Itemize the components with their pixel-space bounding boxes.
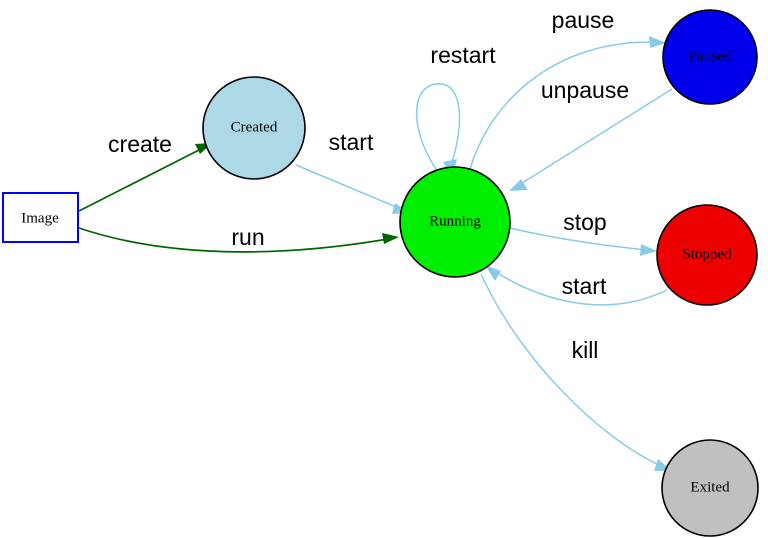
- node-exited-label: Exited: [690, 479, 730, 495]
- edge-start1-path: [295, 164, 402, 210]
- node-running-circle: [399, 166, 511, 278]
- edge-pause-arrowhead: [649, 36, 666, 48]
- edge-start2-path: [493, 270, 668, 306]
- edge-label-start-stopped: start: [562, 273, 607, 299]
- edge-label-run: run: [231, 224, 264, 250]
- node-created-label: Created: [231, 119, 278, 135]
- node-stopped-circle: [656, 204, 758, 306]
- node-paused[interactable]: Paused: [662, 9, 758, 105]
- edge-stop[interactable]: stop: [509, 209, 657, 256]
- node-running[interactable]: Running: [399, 166, 511, 278]
- edge-kill[interactable]: kill: [480, 273, 672, 471]
- edge-unpause[interactable]: unpause: [509, 77, 673, 191]
- edge-kill-path: [480, 273, 662, 467]
- edge-run-path: [78, 227, 389, 253]
- edge-label-start-created: start: [329, 129, 374, 155]
- edge-start2-arrowhead: [485, 265, 501, 281]
- node-created[interactable]: Created: [202, 76, 306, 180]
- node-image-rect: [2, 192, 79, 243]
- edge-start-created-running[interactable]: start: [295, 129, 410, 214]
- edge-restart-path: [415, 83, 461, 172]
- node-stopped-label: Stopped: [682, 246, 732, 262]
- edge-unpause-arrowhead: [509, 179, 528, 191]
- edge-pause[interactable]: pause: [469, 7, 666, 170]
- edge-stop-arrowhead: [640, 244, 657, 256]
- node-stopped[interactable]: Stopped: [656, 204, 758, 306]
- edge-label-stop: stop: [563, 209, 606, 235]
- edge-run[interactable]: run: [78, 224, 399, 253]
- node-running-label: Running: [429, 213, 481, 229]
- edge-run-arrowhead: [382, 233, 399, 244]
- edge-restart[interactable]: restart: [415, 42, 497, 178]
- edge-pause-path: [469, 41, 656, 170]
- node-paused-label: Paused: [689, 48, 732, 64]
- edge-label-kill: kill: [572, 337, 599, 363]
- node-exited[interactable]: Exited: [661, 439, 759, 537]
- node-exited-circle: [661, 439, 759, 537]
- edge-create[interactable]: create: [78, 131, 212, 212]
- node-paused-circle: [662, 9, 758, 105]
- edge-label-restart: restart: [430, 42, 496, 68]
- edge-unpause-path: [518, 88, 673, 186]
- edge-label-unpause: unpause: [541, 77, 629, 103]
- node-image-label: Image: [21, 210, 59, 226]
- edge-label-create: create: [108, 131, 172, 157]
- edge-label-pause: pause: [552, 7, 615, 33]
- node-created-circle: [202, 76, 306, 180]
- edge-create-path: [78, 147, 204, 212]
- edge-start-stopped-running[interactable]: start: [485, 265, 668, 306]
- edge-stop-path: [509, 227, 647, 251]
- node-image[interactable]: Image: [2, 192, 79, 243]
